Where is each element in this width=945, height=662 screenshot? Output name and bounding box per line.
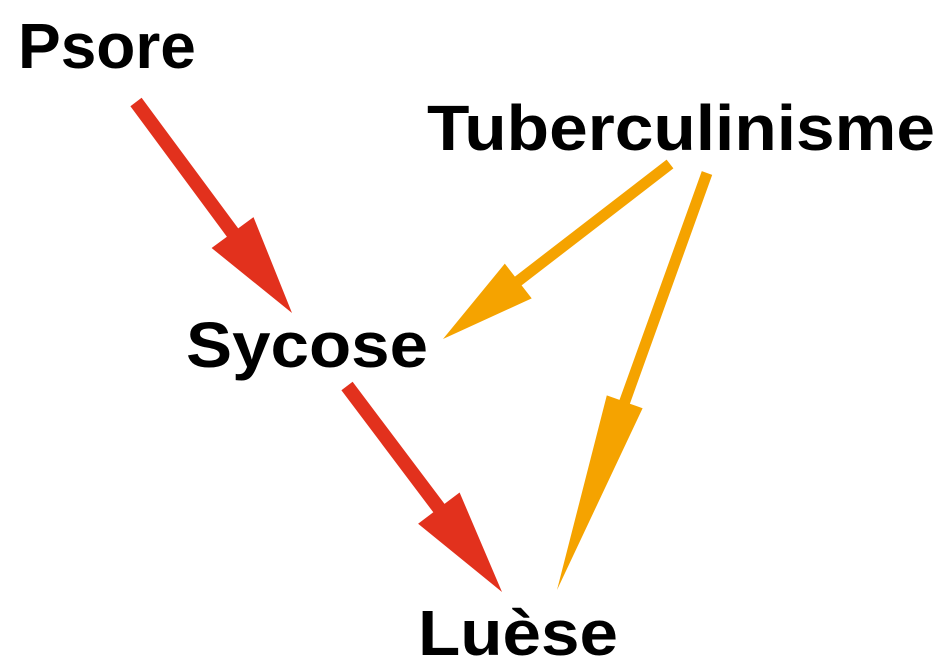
- arrow-sycose-to-luese: [341, 381, 502, 592]
- arrow-tuberculinisme-to-sycose: [443, 159, 674, 339]
- node-tuberculinisme: Tuberculinisme: [427, 92, 935, 164]
- arrow-psore-to-sycose: [130, 97, 292, 313]
- node-sycose: Sycose: [186, 309, 428, 381]
- node-psore: Psore: [18, 10, 196, 82]
- node-luese: Luèse: [418, 597, 618, 662]
- arrow-tuberculinisme-to-luese: [557, 171, 713, 590]
- edges-layer: [130, 97, 713, 592]
